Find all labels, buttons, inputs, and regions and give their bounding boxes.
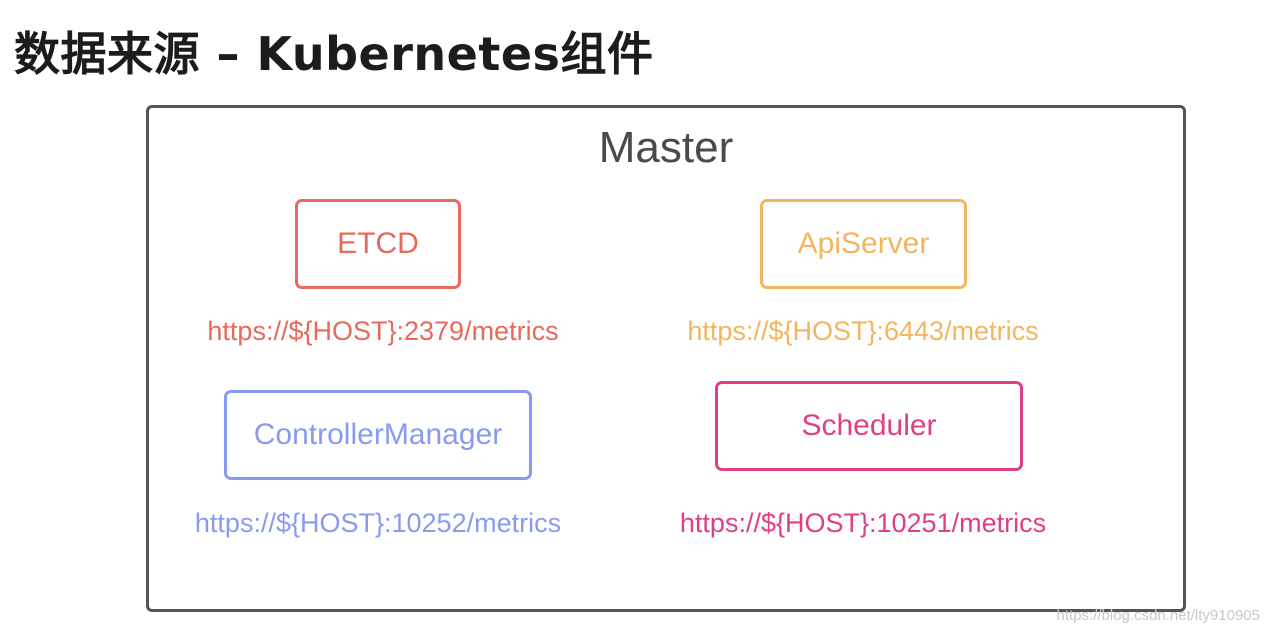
scheduler-metrics-url: https://${HOST}:10251/metrics	[679, 508, 1047, 538]
etcd-box: ETCD	[295, 199, 461, 289]
apiserver-metrics-url: https://${HOST}:6443/metrics	[687, 316, 1039, 346]
watermark: https://blog.csdn.net/lty910905	[1056, 607, 1260, 624]
master-label: Master	[598, 123, 734, 172]
etcd-metrics-url: https://${HOST}:2379/metrics	[207, 316, 559, 346]
scheduler-box: Scheduler	[715, 381, 1023, 471]
slide-title: 数据来源 – Kubernetes组件	[14, 27, 654, 81]
controller-manager-metrics-url: https://${HOST}:10252/metrics	[194, 508, 562, 538]
master-node-box: Master	[146, 105, 1186, 612]
apiserver-box: ApiServer	[760, 199, 967, 289]
controller-manager-box: ControllerManager	[224, 390, 532, 480]
